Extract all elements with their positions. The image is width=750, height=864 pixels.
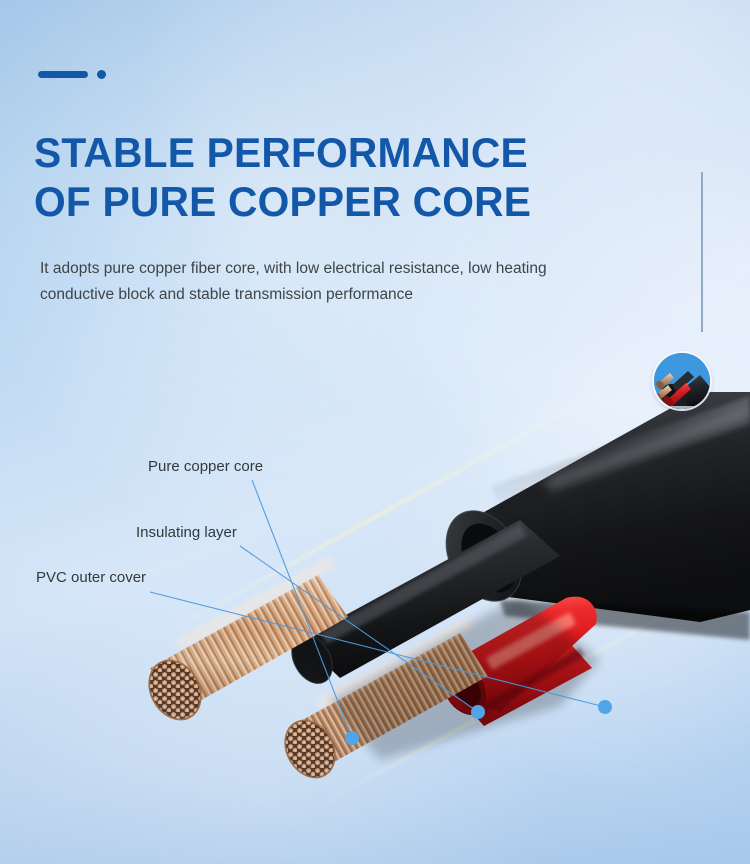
leader-line-pvc <box>149 591 606 708</box>
annotation-label-copper-core: Pure copper core <box>148 458 264 475</box>
leader-dot-copper-core <box>345 731 359 745</box>
decorative-accent <box>38 70 106 79</box>
annotation-label-pvc-outer-cover: PVC outer cover <box>36 569 147 586</box>
leader-line-insulating <box>239 545 479 713</box>
leader-dot-insulating <box>471 705 485 719</box>
accent-bar-icon <box>38 71 88 78</box>
leader-line-copper-core <box>251 479 353 739</box>
inset-closeup-badge <box>654 353 710 409</box>
copper-bundle-upper <box>140 556 348 729</box>
page-title: STABLE PERFORMANCE OF PURE COPPER CORE <box>34 129 532 226</box>
accent-dot-icon <box>97 70 106 79</box>
inner-conductor-black <box>291 520 560 684</box>
page-subtitle: It adopts pure copper fiber core, with l… <box>40 259 547 303</box>
leader-dot-pvc <box>598 700 612 714</box>
leader-lines <box>149 479 606 739</box>
leader-dots <box>345 700 612 745</box>
annotation-label-insulating-layer: Insulating layer <box>136 524 237 541</box>
